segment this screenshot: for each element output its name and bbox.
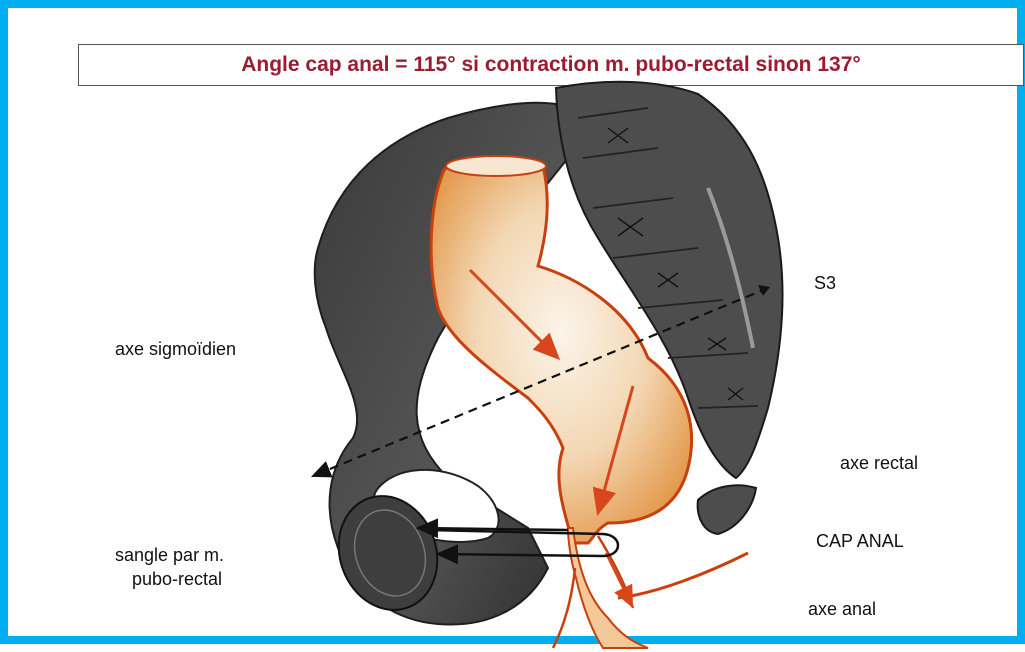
label-axe-anal: axe anal bbox=[808, 598, 876, 620]
coccyx bbox=[698, 485, 756, 534]
label-sangle-line1: sangle par m. bbox=[115, 544, 224, 566]
label-axe-sigmoidien: axe sigmoïdien bbox=[115, 338, 236, 360]
label-cap-anal: CAP ANAL bbox=[816, 530, 904, 552]
label-sangle-line2: pubo-rectal bbox=[132, 568, 222, 590]
label-axe-rectal: axe rectal bbox=[840, 452, 918, 474]
label-s3: S3 bbox=[814, 272, 836, 294]
colon-opening bbox=[446, 156, 546, 176]
anal-canal bbox=[568, 528, 648, 648]
